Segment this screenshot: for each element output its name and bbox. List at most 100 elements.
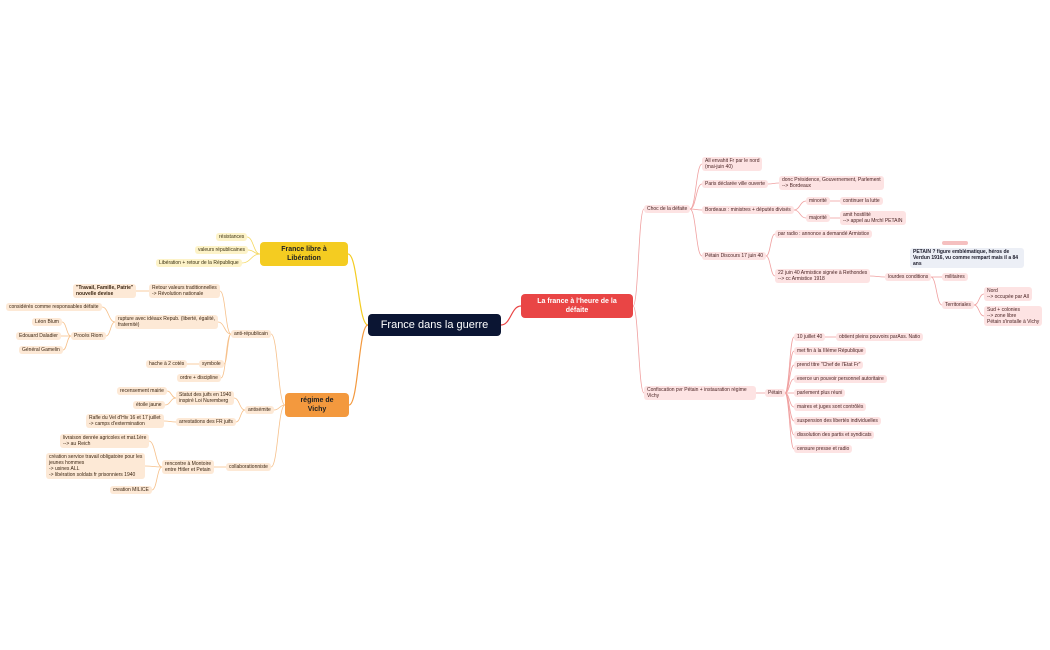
connector-node-rupture-ideaux-node-proces-riom [105, 321, 116, 337]
node-rencontre-montoire[interactable]: rencontre à Montoire entre Hitler et Pet… [162, 460, 215, 474]
node-parlement[interactable]: parlement plus réuni [794, 389, 846, 397]
branch-liberation[interactable]: France libre à Libération [260, 242, 348, 266]
node-etoile-jaune[interactable]: étoile jaune [133, 401, 165, 409]
node-fin-republique[interactable]: met fin à la IIIème République [794, 347, 867, 355]
connector-node-choc-defaite-node-petain-discours [689, 208, 703, 257]
node-paris-ville-ouverte[interactable]: Paris déclarée ville ouverte [702, 180, 769, 188]
node-daladier[interactable]: Edouard Daladier [16, 332, 61, 340]
node-militaires[interactable]: militaires [942, 273, 968, 281]
node-10-juillet[interactable]: 10 juillet 40 [794, 333, 826, 341]
branch-vichy[interactable]: régime de Vichy [285, 393, 349, 417]
node-continuer-lutte[interactable]: continuer la lutte [840, 197, 883, 205]
connector-node-antisemite-node-arrestations [235, 409, 246, 423]
node-pleins-pouvoirs[interactable]: obtient pleins pouvoirs parAss. Natio [836, 333, 924, 341]
connector-branch-defaite-node-choc-defaite [632, 208, 645, 307]
branch-defaite[interactable]: La france à l'heure de la défaite [521, 294, 633, 318]
node-devise[interactable]: "Travail, Famille, Patrie" nouvelle devi… [73, 284, 137, 298]
node-majorite[interactable]: majorité [806, 214, 830, 222]
connector-node-anti-republicain-node-symbole [223, 333, 232, 365]
node-rafle-vel-dhiv[interactable]: Rafle du Vel d'Hiv 16 et 17 juillet -> c… [86, 414, 164, 428]
connector-node-armistice-rethondes-node-lourdes-conditions [869, 275, 886, 278]
connector-node-petain-discours-node-radio-armistice [765, 233, 776, 257]
connector-node-bordeaux-divises-node-majorite [793, 209, 807, 219]
node-petain-discours[interactable]: Pétain Discours 17 juin 40 [702, 252, 767, 260]
connector-node-rencontre-montoire-node-milice [151, 466, 163, 491]
node-maires-juges[interactable]: maires et juges sont contrôlés [794, 403, 867, 411]
node-liberation-retour[interactable]: Libération + retour de la République [156, 259, 242, 267]
node-resistances[interactable]: résistances [216, 233, 248, 241]
connector-node-antisemite-node-statut-juifs [233, 397, 246, 411]
node-confiscation[interactable]: Confiscation pvr Pétain + instauration r… [644, 386, 756, 400]
node-gamelin[interactable]: Général Gamelin [19, 346, 63, 354]
connector-node-rencontre-montoire-node-sto [144, 465, 163, 468]
connector-node-statut-juifs-node-recensement [166, 390, 177, 399]
node-livraison-denrees[interactable]: livraison denrée agricoles et mat.1ère -… [60, 434, 150, 448]
node-appel-petain[interactable]: amit hostilité --> appel au Mrchl PETAIN [840, 211, 906, 225]
connector-node-lourdes-conditions-node-territoriales [930, 276, 943, 306]
node-leon-blum[interactable]: Léon Blum [32, 318, 62, 326]
connector-branch-vichy-node-antisemite [273, 404, 286, 411]
node-radio-armistice[interactable]: par radio : annonce a demandé Armistice [775, 230, 873, 238]
node-recensement[interactable]: recensement mairie [117, 387, 167, 395]
connector-node-proces-riom-node-gamelin [62, 335, 72, 351]
node-milice[interactable]: creation MILICE [110, 486, 152, 494]
connector-node-rupture-ideaux-node-consideres-responsables [101, 306, 116, 323]
node-paris-consequence[interactable]: donc Présidence, Gouvernement, Parlement… [779, 176, 884, 190]
node-all-envahit[interactable]: All envahit Fr par le nord (mai-juin 40) [702, 157, 763, 171]
node-sto[interactable]: création service travail obligatoire pou… [46, 453, 146, 479]
node-minorite[interactable]: minorité [806, 197, 830, 205]
connector-node-choc-defaite-node-bordeaux-divises [689, 208, 703, 211]
root-node[interactable]: France dans la guerre [368, 314, 501, 336]
node-pouvoir-autoritaire[interactable]: exerce un pouvoir personnel autoritaire [794, 375, 887, 383]
node-collaborationniste[interactable]: collaborationniste [226, 463, 271, 471]
connector-node-paris-ville-ouverte-node-paris-consequence [767, 182, 780, 185]
node-valeurs-republicaines[interactable]: valeurs républicaines [195, 246, 248, 254]
node-armistice-rethondes[interactable]: 22 juin 40 Armistice signée à Rethondes … [775, 269, 871, 283]
node-petain[interactable]: Pétain [765, 389, 786, 397]
connector-node-anti-republicain-node-retour-valeurs [219, 290, 232, 335]
node-rupture-ideaux[interactable]: rupture avec idéaux Repub. (liberté, éga… [115, 315, 219, 329]
connector-node-petain-node-pouvoir-autoritaire [784, 378, 795, 394]
node-sud-zone-libre[interactable]: Sud + colonies --> zone libre Pétain s'i… [984, 306, 1043, 326]
note-petain[interactable]: PETAIN ? figure emblématique, héros de V… [910, 248, 1024, 268]
node-choc-defaite[interactable]: Choc de la défaite [644, 205, 691, 213]
node-anti-republicain[interactable]: anti-républicain [231, 330, 271, 338]
connector-node-choc-defaite-node-all-envahit [689, 163, 703, 210]
node-arrestations[interactable]: arrestations des FR juifs [176, 418, 236, 426]
connector-branch-vichy-node-collaborationniste [270, 404, 286, 468]
node-chef-etat[interactable]: prend titre "Chef de l'Etat Fr" [794, 361, 864, 369]
node-consideres-responsables[interactable]: considérés comme responsables défaite [6, 303, 102, 311]
node-retour-valeurs[interactable]: Retour valeurs traditionnelles -> Révolu… [149, 284, 220, 298]
connector-node-choc-defaite-node-paris-ville-ouverte [689, 183, 703, 210]
node-dissolution-partis[interactable]: dissolution des partis et syndicats [794, 431, 875, 439]
node-territoriales[interactable]: Territoriales [942, 301, 974, 309]
connector-node-territoriales-node-nord-occupee [973, 293, 985, 306]
connector-branch-defaite-node-confiscation [632, 305, 645, 394]
node-bordeaux-divises[interactable]: Bordeaux : ministres + députés divisés [702, 206, 794, 214]
connector-node-petain-discours-node-armistice-rethondes [765, 255, 776, 277]
connector-node-petain-node-censure [784, 392, 795, 450]
connector-node-anti-republicain-node-rupture-ideaux [217, 321, 232, 335]
connector-node-statut-juifs-node-etoile-jaune [164, 397, 177, 406]
node-lourdes-conditions[interactable]: lourdes conditions [885, 273, 932, 281]
connector-node-rencontre-montoire-node-livraison-denrees [148, 440, 163, 468]
node-hache[interactable]: hache à 2 cotés [146, 360, 188, 368]
node-antisemite[interactable]: antisémite [245, 406, 274, 414]
connector-node-anti-republicain-node-ordre-discipline [220, 333, 232, 379]
node-symbole[interactable]: symbole [199, 360, 224, 368]
connector-node-territoriales-node-sud-zone-libre [973, 304, 985, 317]
node-censure[interactable]: censure presse et radio [794, 445, 853, 453]
node-statut-juifs[interactable]: Statut des juifs en 1940 inspiré Loi Nur… [176, 391, 235, 405]
connector-node-bordeaux-divises-node-minorite [793, 200, 807, 211]
connector-root-node-branch-liberation [347, 253, 369, 326]
connector-node-arrestations-node-rafle-vel-dhiv [163, 420, 177, 423]
node-nord-occupee[interactable]: Nord --> occupée par All [984, 287, 1032, 301]
connector-node-petain-node-10-juillet [784, 336, 795, 394]
connector-branch-vichy-node-anti-republicain [270, 333, 286, 406]
node-suspension-libertes[interactable]: suspension des libertés individuelles [794, 417, 881, 425]
connector-root-node-branch-vichy [348, 324, 369, 406]
connector-branch-liberation-node-liberation-retour [241, 253, 261, 264]
node-proces-riom[interactable]: Procès Riom [71, 332, 106, 340]
node-ordre-discipline[interactable]: ordre + discipline [177, 374, 221, 382]
